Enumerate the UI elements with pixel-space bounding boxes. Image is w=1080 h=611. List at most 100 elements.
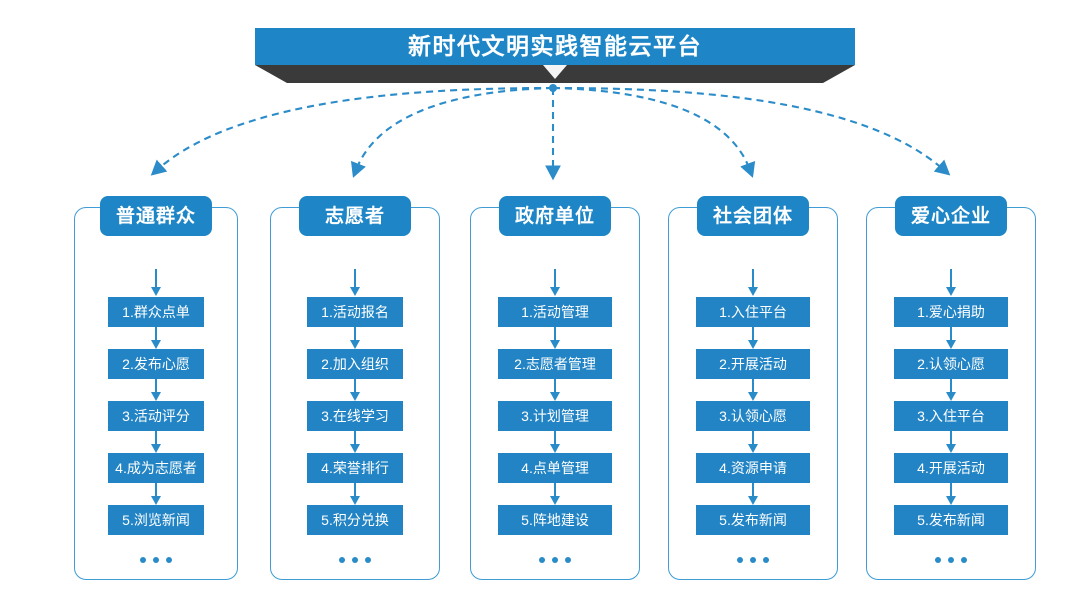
more-indicator (140, 557, 172, 563)
item-label: 3.入住平台 (917, 408, 985, 424)
list-item[interactable]: 3.入住平台 (894, 401, 1008, 431)
item-label: 2.志愿者管理 (514, 356, 596, 372)
list-item[interactable]: 4.点单管理 (498, 453, 612, 483)
item-label: 4.资源申请 (719, 460, 787, 476)
list-item[interactable]: 1.群众点单 (108, 297, 204, 327)
arrow-down-icon (149, 379, 163, 401)
list-item[interactable]: 3.在线学习 (307, 401, 403, 431)
list-item[interactable]: 4.资源申请 (696, 453, 810, 483)
column-header-ordinary-public[interactable]: 普通群众 (99, 196, 213, 236)
arrow-down-icon (149, 483, 163, 505)
arrow-down-icon (746, 379, 760, 401)
list-item[interactable]: 2.认领心愿 (894, 349, 1008, 379)
arrow-down-icon (348, 327, 362, 349)
list-item[interactable]: 2.志愿者管理 (498, 349, 612, 379)
arrow-down-icon (746, 269, 760, 297)
list-item[interactable]: 3.计划管理 (498, 401, 612, 431)
item-label: 2.加入组织 (321, 356, 389, 372)
item-label: 1.活动报名 (321, 304, 389, 320)
item-label: 4.成为志愿者 (115, 460, 197, 476)
column-government-unit[interactable]: 政府单位 1.活动管理 2.志愿者管理 3.计划管理 4.点单管理 5.阵地建设 (470, 196, 640, 580)
column-ordinary-public[interactable]: 普通群众 1.群众点单 2.发布心愿 3.活动评分 4.成为志愿者 5.浏览新闻 (74, 196, 238, 580)
arrow-down-icon (548, 431, 562, 453)
more-indicator (339, 557, 371, 563)
item-label: 2.开展活动 (719, 356, 787, 372)
platform-banner: 新时代文明实践智能云平台 (255, 28, 855, 83)
more-indicator (737, 557, 769, 563)
list-item[interactable]: 2.发布心愿 (108, 349, 204, 379)
arrow-down-icon (348, 269, 362, 297)
arrow-down-icon (944, 327, 958, 349)
column-items: 1.活动管理 2.志愿者管理 3.计划管理 4.点单管理 5.阵地建设 (470, 269, 640, 563)
list-item[interactable]: 1.爱心捐助 (894, 297, 1008, 327)
item-label: 5.浏览新闻 (122, 512, 190, 528)
column-title: 志愿者 (324, 205, 385, 227)
list-item[interactable]: 1.活动报名 (307, 297, 403, 327)
arrow-down-icon (548, 269, 562, 297)
list-item[interactable]: 4.成为志愿者 (108, 453, 204, 483)
arrow-down-icon (348, 379, 362, 401)
list-item[interactable]: 5.浏览新闻 (108, 505, 204, 535)
item-label: 1.活动管理 (521, 304, 589, 320)
column-header-charity-enterprise[interactable]: 爱心企业 (894, 196, 1008, 236)
column-title: 社会团体 (712, 205, 794, 227)
arrow-down-icon (149, 327, 163, 349)
more-indicator (539, 557, 571, 563)
list-item[interactable]: 5.阵地建设 (498, 505, 612, 535)
arrow-down-icon (348, 483, 362, 505)
list-item[interactable]: 3.活动评分 (108, 401, 204, 431)
banner-shadow-trapezoid (255, 65, 855, 83)
arrow-down-icon (348, 431, 362, 453)
item-label: 5.发布新闻 (719, 512, 787, 528)
item-label: 1.群众点单 (122, 304, 190, 320)
page-title: 新时代文明实践智能云平台 (408, 33, 702, 59)
column-header-government-unit[interactable]: 政府单位 (498, 196, 612, 236)
list-item[interactable]: 3.认领心愿 (696, 401, 810, 431)
item-label: 2.发布心愿 (122, 356, 190, 372)
item-label: 1.入住平台 (719, 304, 787, 320)
arrow-down-icon (548, 483, 562, 505)
arrow-down-icon (149, 269, 163, 297)
list-item[interactable]: 1.活动管理 (498, 297, 612, 327)
item-label: 1.爱心捐助 (917, 304, 985, 320)
item-label: 3.计划管理 (521, 408, 589, 424)
list-item[interactable]: 4.开展活动 (894, 453, 1008, 483)
list-item[interactable]: 4.荣誉排行 (307, 453, 403, 483)
column-items: 1.爱心捐助 2.认领心愿 3.入住平台 4.开展活动 5.发布新闻 (866, 269, 1036, 563)
item-label: 4.点单管理 (521, 460, 589, 476)
column-charity-enterprise[interactable]: 爱心企业 1.爱心捐助 2.认领心愿 3.入住平台 4.开展活动 5.发布新闻 (866, 196, 1036, 580)
list-item[interactable]: 5.积分兑换 (307, 505, 403, 535)
column-social-group[interactable]: 社会团体 1.入住平台 2.开展活动 3.认领心愿 4.资源申请 5.发布新闻 (668, 196, 838, 580)
banner-bar: 新时代文明实践智能云平台 (255, 28, 855, 65)
item-label: 2.认领心愿 (917, 356, 985, 372)
column-header-social-group[interactable]: 社会团体 (696, 196, 810, 236)
column-items: 1.活动报名 2.加入组织 3.在线学习 4.荣誉排行 5.积分兑换 (270, 269, 440, 563)
column-items: 1.入住平台 2.开展活动 3.认领心愿 4.资源申请 5.发布新闻 (668, 269, 838, 563)
list-item[interactable]: 5.发布新闻 (894, 505, 1008, 535)
column-title: 普通群众 (115, 205, 197, 227)
column-title: 爱心企业 (910, 205, 992, 227)
item-label: 3.认领心愿 (719, 408, 787, 424)
arrow-down-icon (746, 431, 760, 453)
arrow-down-icon (944, 483, 958, 505)
arrow-down-icon (944, 431, 958, 453)
column-items: 1.群众点单 2.发布心愿 3.活动评分 4.成为志愿者 5.浏览新闻 (74, 269, 238, 563)
item-label: 4.开展活动 (917, 460, 985, 476)
list-item[interactable]: 5.发布新闻 (696, 505, 810, 535)
more-indicator (935, 557, 967, 563)
arrow-down-icon (944, 379, 958, 401)
item-label: 5.阵地建设 (521, 512, 589, 528)
arrow-down-icon (548, 379, 562, 401)
list-item[interactable]: 1.入住平台 (696, 297, 810, 327)
column-title: 政府单位 (514, 205, 596, 227)
arrow-down-icon (149, 431, 163, 453)
item-label: 5.积分兑换 (321, 512, 389, 528)
item-label: 4.荣誉排行 (321, 460, 389, 476)
column-header-volunteer[interactable]: 志愿者 (299, 196, 411, 236)
arrow-down-icon (746, 327, 760, 349)
list-item[interactable]: 2.开展活动 (696, 349, 810, 379)
column-volunteer[interactable]: 志愿者 1.活动报名 2.加入组织 3.在线学习 4.荣誉排行 5.积分兑换 (270, 196, 440, 580)
list-item[interactable]: 2.加入组织 (307, 349, 403, 379)
